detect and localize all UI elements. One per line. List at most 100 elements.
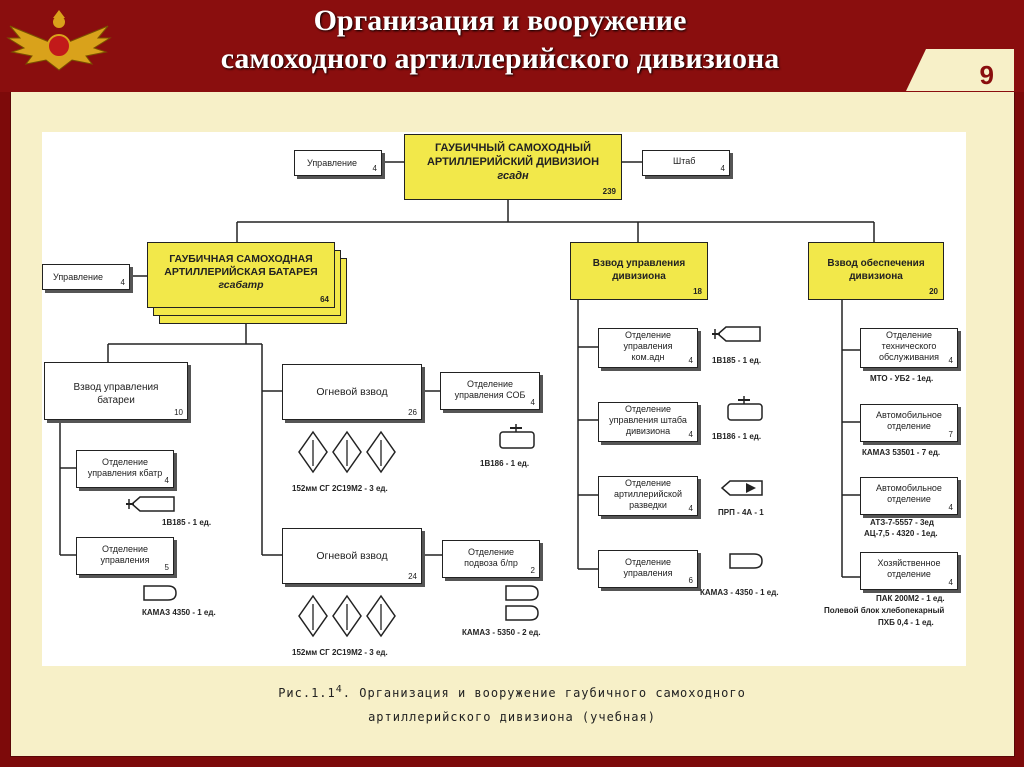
otd-sob-line-2: управления СОБ <box>454 390 526 400</box>
otd-shtab-div-count: 4 <box>688 430 693 439</box>
otd-auto2-line-2: отделение <box>887 494 931 504</box>
otd-kom-adn-line-1: Отделение <box>624 330 672 340</box>
howitzer-group-2-icon <box>298 594 396 638</box>
otd-upr-bat-count: 5 <box>164 563 169 572</box>
upravlenie-bat-label: Управление <box>53 272 104 282</box>
battery-abbr: гсабатр <box>218 279 264 291</box>
vzvod-upr-bat-count: 10 <box>174 408 183 417</box>
otd-podvoz-line-2: подвоза б/пр <box>464 558 518 568</box>
fire-platoon-2-count: 24 <box>408 572 417 581</box>
upravlenie-top-count: 4 <box>372 164 377 173</box>
vzvod-upr-div-line-2: дивизиона <box>612 271 666 282</box>
page-number: 9 <box>979 60 994 90</box>
vzvod-obesp-box: Взвод обеспечения дивизиона 20 <box>808 242 944 300</box>
atz-caption-2: АЦ-7,5 - 4320 - 1ед. <box>864 529 938 538</box>
header-bar: Организация и вооружение самоходного арт… <box>0 0 1024 92</box>
battery-line-2: АРТИЛЛЕРИЙСКАЯ БАТАРЕЯ <box>164 266 318 278</box>
otd-sob-count: 4 <box>530 398 535 407</box>
otd-kbatr-count: 4 <box>164 476 169 485</box>
division-box: ГАУБИЧНЫЙ САМОХОДНЫЙ АРТИЛЛЕРИЙСКИЙ ДИВИ… <box>404 134 622 200</box>
v185-caption-b: 1В185 - 1 ед. <box>712 356 762 365</box>
fire-platoon-1-label: Огневой взвод <box>316 386 388 398</box>
truck-kamaz-4350-icon-b <box>729 553 763 569</box>
org-chart: ГАУБИЧНЫЙ САМОХОДНЫЙ АРТИЛЛЕРИЙСКИЙ ДИВИ… <box>42 132 966 666</box>
otd-art-razv-line-3: разведки <box>629 500 667 510</box>
otd-upr-div-count: 6 <box>688 576 693 585</box>
otd-kbatr-line-2: управления кбатр <box>87 468 163 478</box>
vzvod-obesp-line-2: дивизиона <box>849 271 903 282</box>
battery-line-1: ГАУБИЧНАЯ САМОХОДНАЯ <box>169 253 313 265</box>
vzvod-upr-bat-line-1: Взвод управления <box>73 382 159 393</box>
figure-caption-text: . Организация и вооружение гаубичного са… <box>342 686 746 700</box>
howitzer-group-1-icon <box>298 430 396 474</box>
double-headed-eagle-emblem <box>6 10 112 71</box>
otd-auto2-count: 4 <box>948 503 953 512</box>
figure-caption-sup: 4 <box>335 684 343 695</box>
truck-kamaz-4350-icon-a <box>143 585 177 601</box>
otd-tech-count: 4 <box>948 356 953 365</box>
otd-kom-adn-line-2: управления <box>623 341 673 351</box>
otd-art-razv-line-2: артиллерийской <box>613 489 683 499</box>
title-line-1: Организация и вооружение <box>313 4 687 37</box>
otd-hoz-count: 4 <box>948 578 953 587</box>
upravlenie-top-label: Управление <box>307 158 358 168</box>
truck-kamaz-5350-icon <box>505 585 539 621</box>
upravlenie-bat-count: 4 <box>120 278 125 287</box>
kamaz4350-caption-a: КАМАЗ 4350 - 1 ед. <box>142 608 216 617</box>
sg-caption-2: 152мм СГ 2С19М2 - 3 ед. <box>292 648 388 657</box>
battery-box: ГАУБИЧНАЯ САМОХОДНАЯ АРТИЛЛЕРИЙСКАЯ БАТА… <box>147 242 335 308</box>
vzvod-obesp-count: 20 <box>929 287 938 296</box>
upravlenie-bat-box: Управление 4 <box>42 264 130 290</box>
division-line-2: АРТИЛЛЕРИЙСКИЙ ДИВИЗИОН <box>426 156 600 168</box>
otd-hoz-line-2: отделение <box>887 569 931 579</box>
vzvod-obesp-line-1: Взвод обеспечения <box>827 258 925 269</box>
figure-caption-prefix: Рис.1.1 <box>278 686 336 700</box>
vzvod-upr-bat-line-2: батареи <box>97 395 135 406</box>
otd-auto1-line-1: Автомобильное <box>876 410 942 420</box>
otd-upr-div-line-1: Отделение <box>624 557 672 567</box>
battery-count: 64 <box>320 295 329 304</box>
pak-caption-2: Полевой блок хлебопекарный <box>824 606 945 615</box>
otd-shtab-div-line-1: Отделение <box>624 404 672 414</box>
page-number-tab <box>906 49 1014 91</box>
shtab-box: Штаб 4 <box>642 150 730 176</box>
vzvod-upr-div-box: Взвод управления дивизиона 18 <box>570 242 708 300</box>
fire-platoon-2-box: Огневой взвод 24 <box>282 528 422 584</box>
v186-caption-b: 1В186 - 1 ед. <box>712 432 762 441</box>
otd-auto2-line-1: Автомобильное <box>876 483 942 493</box>
command-vehicle-1v186-icon-b <box>727 396 763 421</box>
otd-art-razv-line-1: Отделение <box>624 478 672 488</box>
division-line-1: ГАУБИЧНЫЙ САМОХОДНЫЙ <box>435 142 591 154</box>
vzvod-upr-div-line-1: Взвод управления <box>592 258 686 269</box>
connector-lines <box>59 161 875 578</box>
title-line-2: самоходного артиллерийского дивизиона <box>220 42 780 75</box>
pak-caption-3: ПХБ 0,4 - 1 ед. <box>878 618 934 627</box>
sg-caption-1: 152мм СГ 2С19М2 - 3 ед. <box>292 484 388 493</box>
otd-kom-adn-count: 4 <box>688 356 693 365</box>
fire-platoon-1-box: Огневой взвод 26 <box>282 364 422 420</box>
mto-caption: МТО - УБ2 - 1ед. <box>870 374 934 383</box>
shtab-count: 4 <box>720 164 725 173</box>
otd-kom-adn-line-3: ком.адн <box>631 352 665 362</box>
kamaz4350-caption-b: КАМАЗ - 4350 - 1 ед. <box>700 588 779 597</box>
otd-art-razv-count: 4 <box>688 504 693 513</box>
command-vehicle-1v186-icon <box>499 424 535 449</box>
otd-hoz-line-1: Хозяйственное <box>877 558 941 568</box>
figure-caption-line-1: Рис.1.14. Организация и вооружение гауби… <box>0 684 1024 700</box>
otd-podvoz-count: 2 <box>530 566 535 575</box>
otd-kbatr-line-1: Отделение <box>101 457 149 467</box>
figure-caption-line-2: артиллерийского дивизиона (учебная) <box>368 710 656 724</box>
otd-tech-line-1: Отделение <box>885 330 933 340</box>
atz-caption-1: АТЗ-7-5557 - 3ед <box>870 518 934 527</box>
command-vehicle-1v185-icon-b <box>712 326 761 342</box>
otd-upr-div-line-2: управления <box>623 568 673 578</box>
